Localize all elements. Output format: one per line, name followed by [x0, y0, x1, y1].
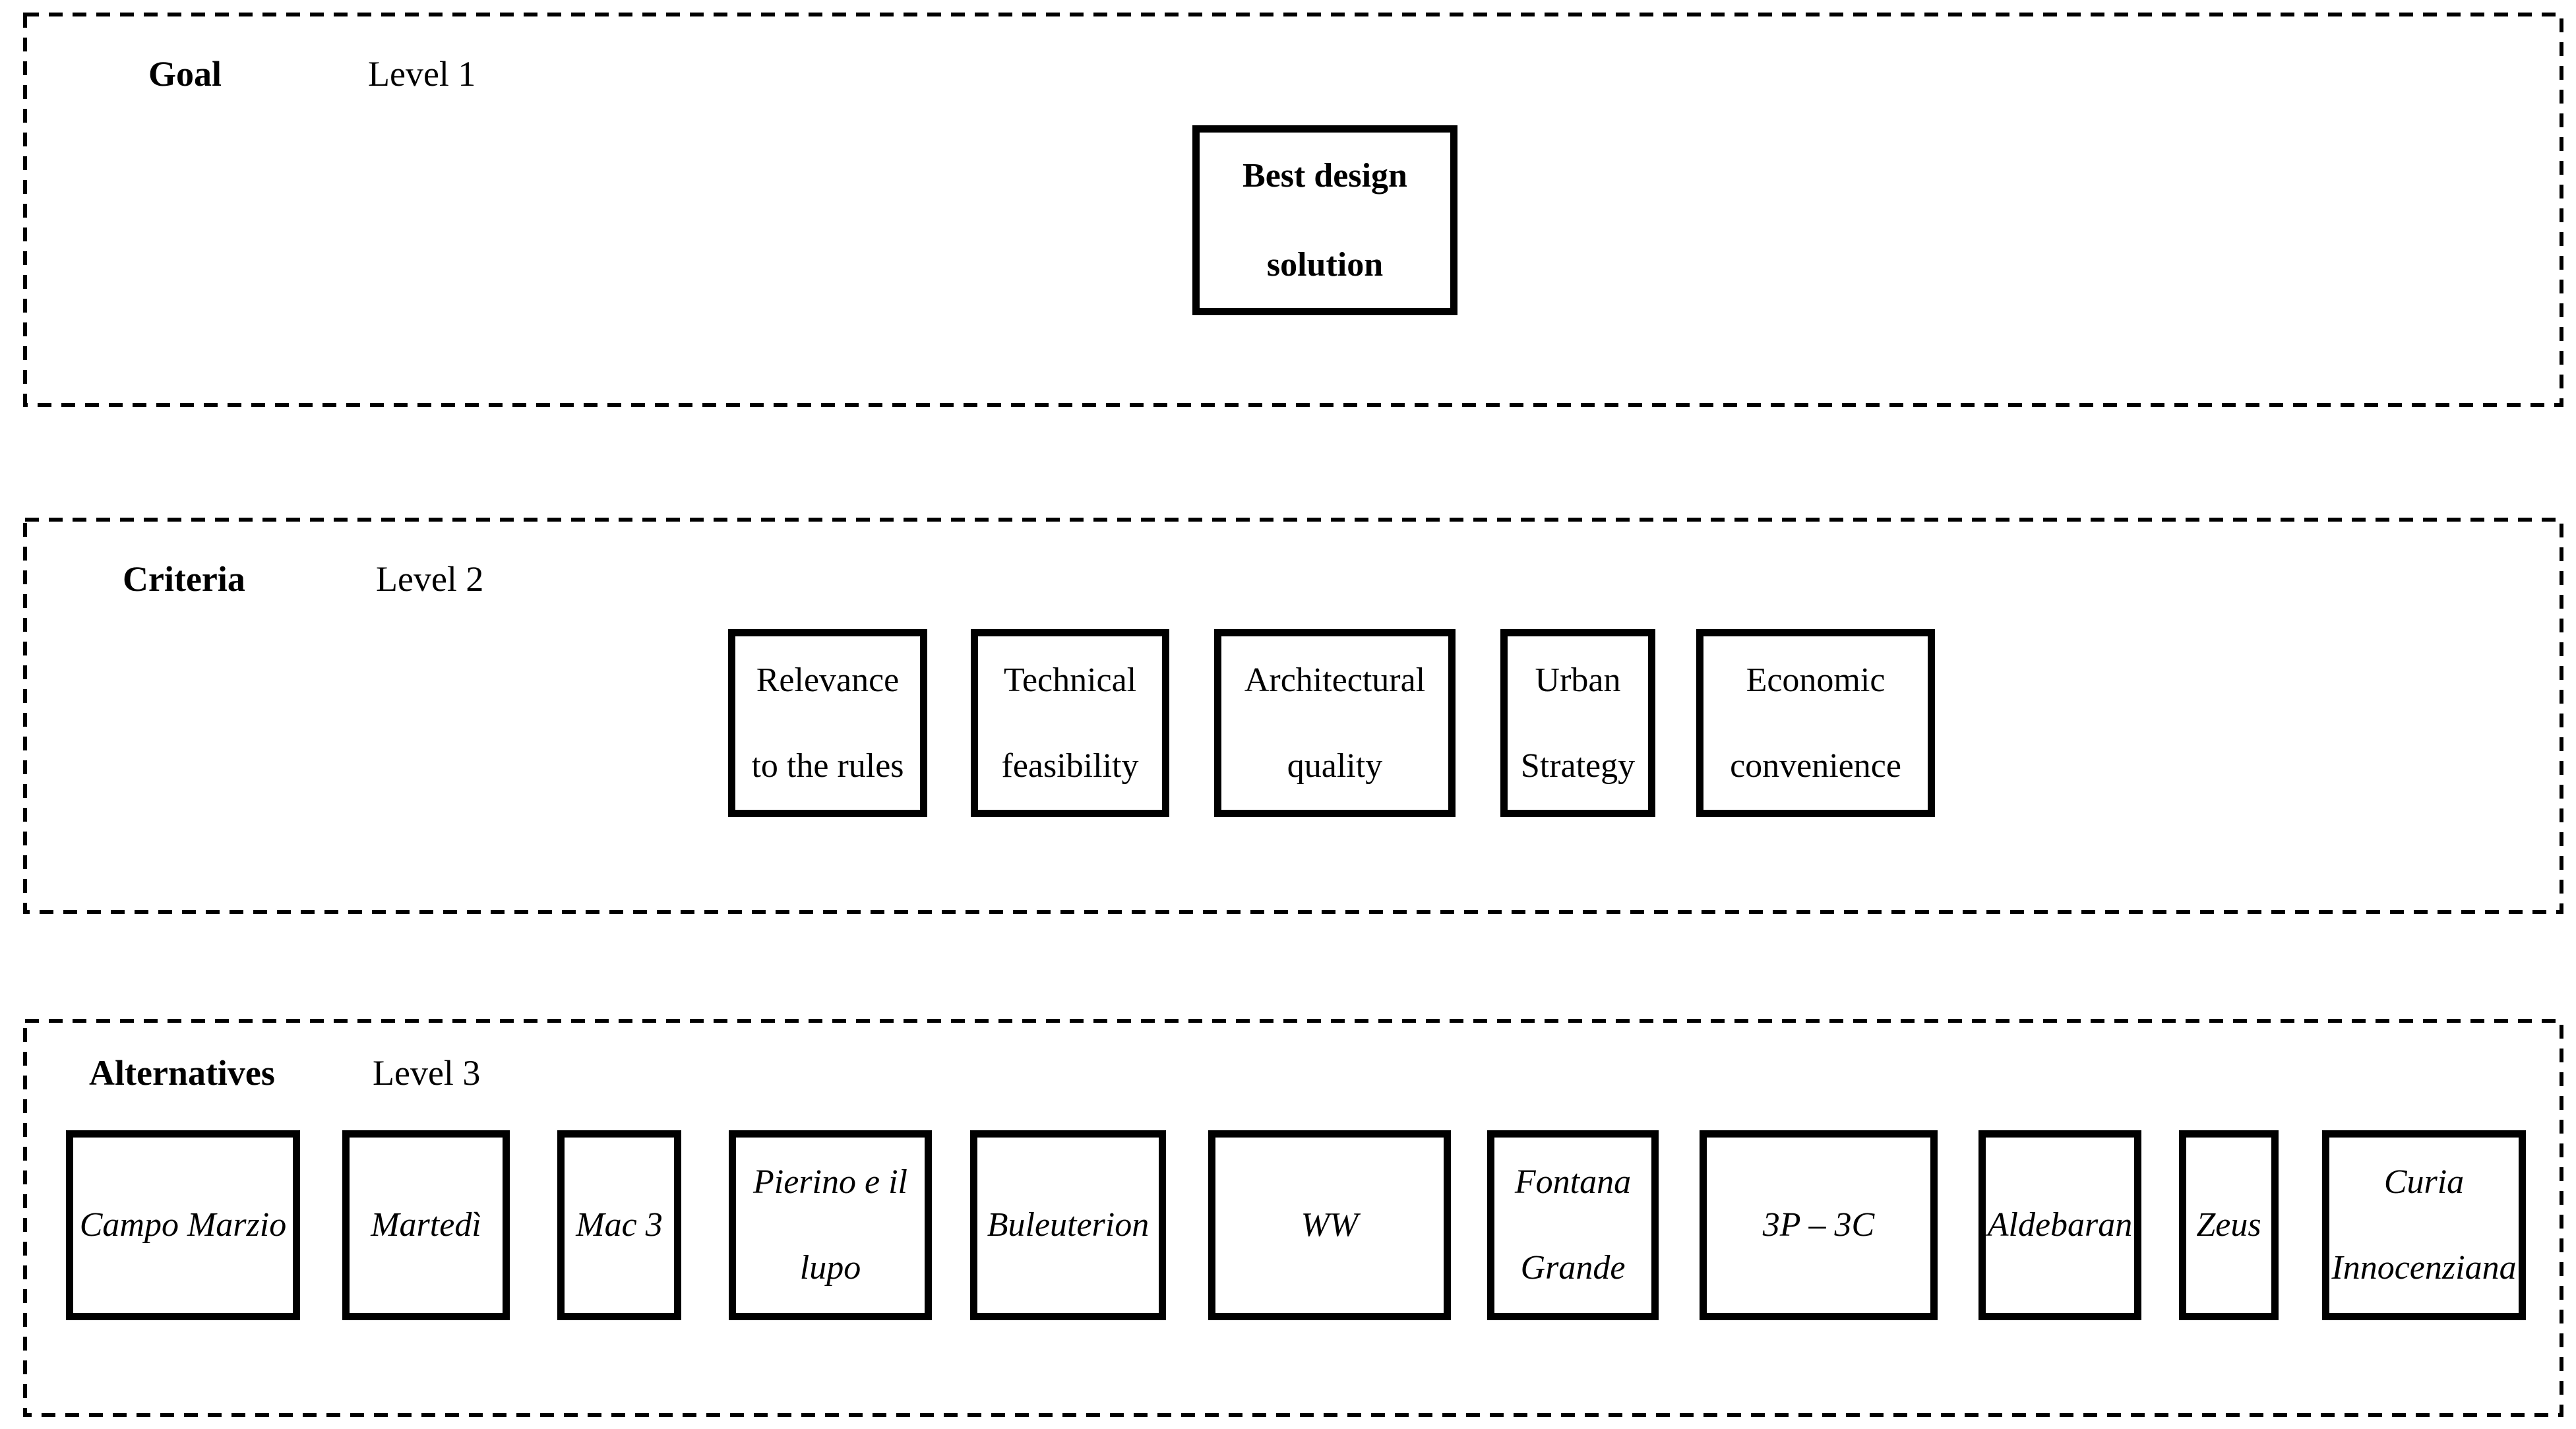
- alternative-box-ww: WW: [1208, 1130, 1451, 1320]
- criteria-box-urban-strategy: Urban Strategy: [1500, 629, 1655, 817]
- alternative-box-fontana-grande: Fontana Grande: [1487, 1130, 1659, 1320]
- criteria-box-economic-convenience: Economic convenience: [1696, 629, 1935, 817]
- criteria-box-text-line: feasibility: [1001, 746, 1139, 785]
- criteria-box-text-line: Architectural: [1244, 661, 1426, 699]
- criteria-box-text-line: Technical: [1003, 661, 1137, 699]
- alternative-box-text-line: Zeus: [2196, 1206, 2261, 1244]
- criteria-section-label: Criteria: [123, 559, 245, 599]
- alternative-box-mac-3: Mac 3: [557, 1130, 681, 1320]
- alternative-box-text-line: Grande: [1520, 1249, 1626, 1287]
- alternative-box-text-line: lupo: [799, 1249, 861, 1287]
- criteria-box-text-line: convenience: [1730, 746, 1901, 785]
- criteria-box-architectural-quality: Architectural quality: [1214, 629, 1456, 817]
- alternative-box-buleuterion: Buleuterion: [970, 1130, 1166, 1320]
- goal-section-label: Goal: [148, 54, 222, 94]
- alternatives-section-label: Alternatives: [89, 1053, 275, 1093]
- level-1-label: Level 1: [368, 54, 476, 94]
- criteria-box-text-line: Strategy: [1520, 746, 1636, 785]
- alternative-box-text-line: 3P – 3C: [1762, 1206, 1875, 1244]
- alternatives-section-border: [23, 1019, 2563, 1417]
- alternative-box-text-line: Martedì: [371, 1206, 481, 1244]
- alternative-box-martedi: Martedì: [342, 1130, 510, 1320]
- goal-section-border: [23, 13, 2563, 407]
- goal-box-text-line: solution: [1266, 246, 1384, 284]
- alternative-box-campo-marzio: Campo Marzio: [66, 1130, 300, 1320]
- criteria-box-text-line: Relevance: [756, 661, 900, 699]
- alternative-box-text-line: Curia: [2383, 1163, 2465, 1201]
- criteria-box-technical-feasibility: Technical feasibility: [971, 629, 1169, 817]
- alternative-box-3p-3c: 3P – 3C: [1700, 1130, 1938, 1320]
- alternative-box-text-line: Innocenziana: [2331, 1249, 2517, 1287]
- alternative-box-pierino-e-il-lupo: Pierino e il lupo: [729, 1130, 932, 1320]
- criteria-box-text-line: Economic: [1746, 661, 1886, 699]
- goal-box-text-line: Best design: [1242, 157, 1407, 195]
- alternative-box-text-line: Fontana: [1514, 1163, 1632, 1201]
- level-3-label: Level 3: [373, 1053, 481, 1093]
- alternative-box-zeus: Zeus: [2179, 1130, 2279, 1320]
- alternative-box-text-line: Campo Marzio: [79, 1206, 287, 1244]
- alternative-box-text-line: Aldebaran: [1987, 1206, 2133, 1244]
- criteria-section-border: [23, 518, 2563, 914]
- criteria-box-text-line: to the rules: [751, 746, 904, 785]
- goal-box-best-design-solution: Best design solution: [1192, 125, 1457, 315]
- criteria-box-text-line: quality: [1287, 746, 1383, 785]
- alternative-box-text-line: Mac 3: [576, 1206, 663, 1244]
- level-2-label: Level 2: [376, 559, 484, 599]
- criteria-box-text-line: Urban: [1535, 661, 1621, 699]
- alternative-box-text-line: Buleuterion: [987, 1206, 1150, 1244]
- alternative-box-aldebaran: Aldebaran: [1978, 1130, 2141, 1320]
- alternative-box-text-line: WW: [1301, 1206, 1359, 1244]
- alternative-box-text-line: Pierino e il: [753, 1163, 907, 1201]
- alternative-box-curia-innocenziana: Curia Innocenziana: [2322, 1130, 2526, 1320]
- criteria-box-relevance-to-the-rules: Relevance to the rules: [728, 629, 927, 817]
